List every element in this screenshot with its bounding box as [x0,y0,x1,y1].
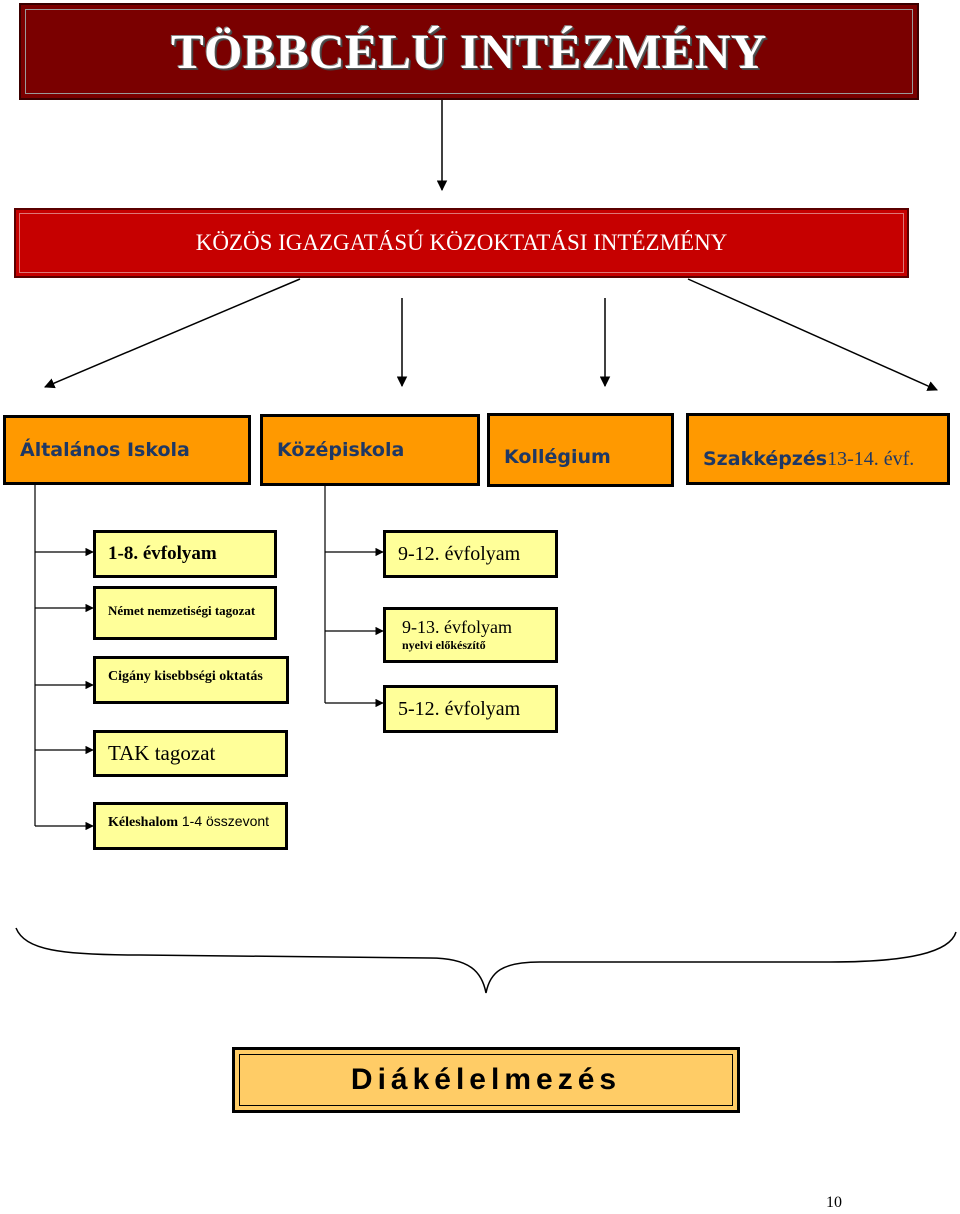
box-grades-5-12: 5-12. évfolyam [383,685,558,733]
box-cigany-label: Cigány kisebbségi oktatás [108,669,263,684]
box-grades-5-12-label: 5-12. évfolyam [398,697,521,720]
unit-kozepiskola: Középiskola [260,414,480,486]
box-keleshalom-rest: 1-4 összevont [178,813,270,829]
curly-brace [15,927,957,994]
box-keleshalom: Kéleshalom 1-4 összevont [93,802,288,850]
unit-kollegium-label: Kollégium [504,446,611,468]
arrow-to-altalanos [44,278,301,389]
box-grades-1-8: 1-8. évfolyam [93,530,277,578]
unit-szakkepzes-years: 13-14. évf. [827,447,915,470]
box-grades-9-12-label: 9-12. évfolyam [398,542,521,565]
box-grades-9-13: 9-13. évfolyam nyelvi előkészítő [383,607,558,663]
box-tak-label: TAK tagozat [108,741,216,765]
box-keleshalom-name: Kéleshalom [108,815,178,830]
footer-diakelelmezes: Diákélelmezés [232,1047,740,1113]
box-keleshalom-text: Kéleshalom 1-4 összevont [108,813,285,831]
unit-szakkepzes-label: Szakképzés [703,448,828,470]
sub-title: KÖZÖS IGAZGATÁSÚ KÖZOKTATÁSI INTÉZMÉNY [14,208,909,278]
main-title: TÖBBCÉLÚ INTÉZMÉNY [19,3,919,100]
box-nemet-tagozat: Német nemzetiségi tagozat [93,586,277,640]
box-grades-9-13-label: 9-13. évfolyam [402,617,512,637]
unit-kozepiskola-label: Középiskola [277,439,405,461]
box-nemet-label: Német nemzetiségi tagozat [108,603,256,618]
unit-kollegium: Kollégium [487,413,674,487]
box-grades-9-12: 9-12. évfolyam [383,530,558,578]
arrow-to-szakkepzes [687,278,938,391]
page-number: 10 [826,1194,842,1211]
box-grades-1-8-label: 1-8. évfolyam [108,543,217,564]
box-grades-9-13-note: nyelvi előkészítő [402,638,486,652]
box-cigany-oktatas: Cigány kisebbségi oktatás [93,656,289,704]
box-tak-tagozat: TAK tagozat [93,730,288,777]
unit-altalanos-label: Általános Iskola [20,439,190,461]
unit-altalanos-iskola: Általános Iskola [3,415,251,485]
